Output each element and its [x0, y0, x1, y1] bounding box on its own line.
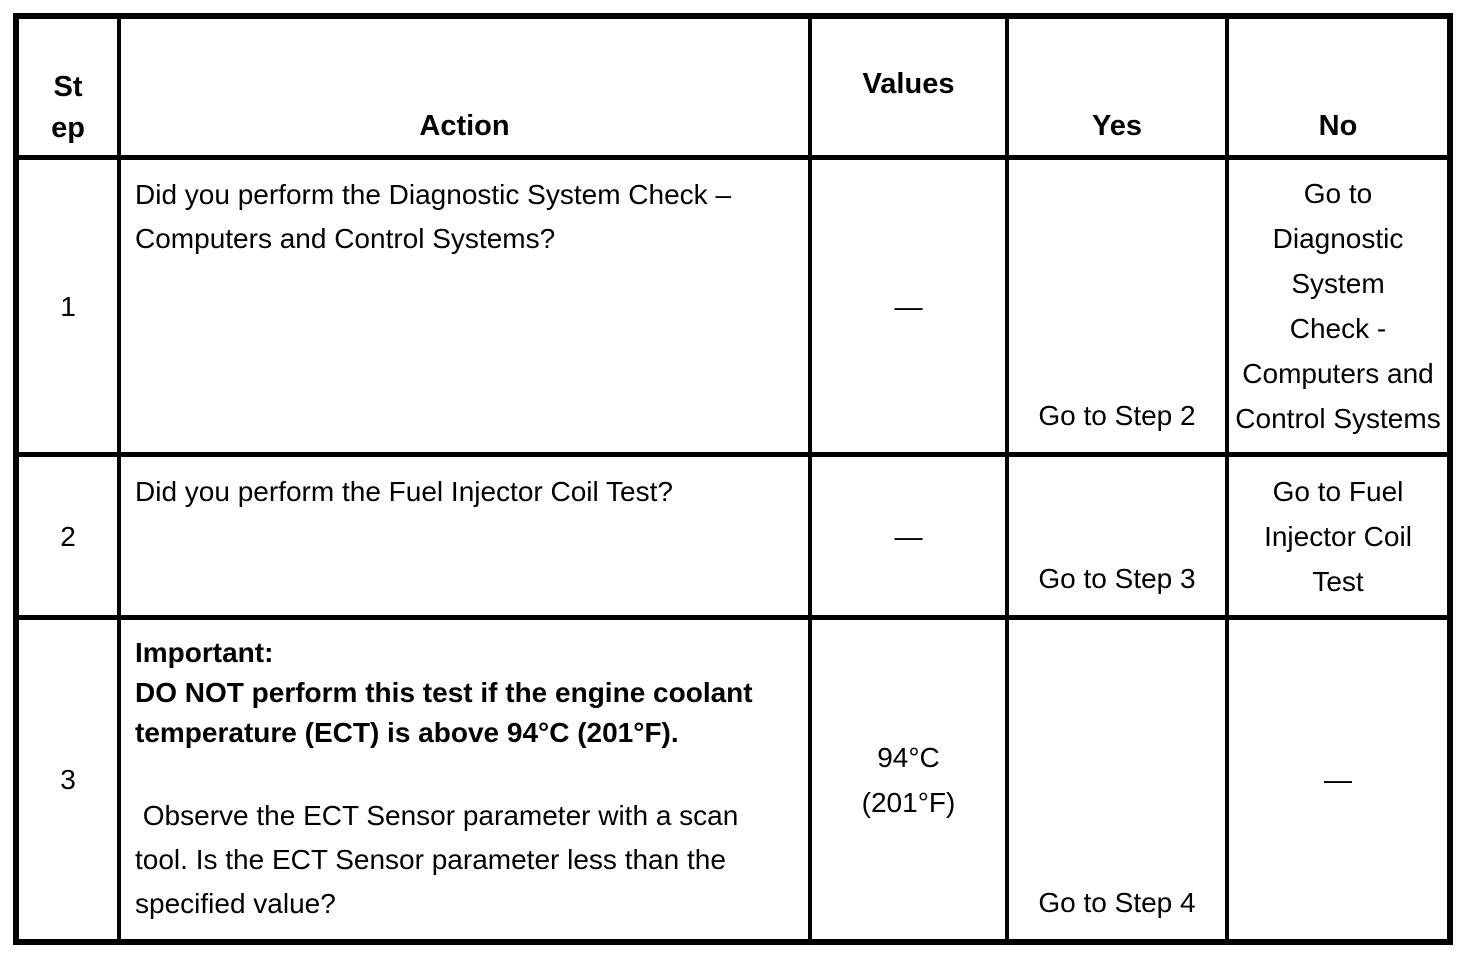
- row2-no-cell: Go to Fuel Injector Coil Test: [1229, 457, 1447, 620]
- row2-step-cell: 2: [19, 457, 121, 620]
- row1-no-cell: Go to Diagnostic System Check - Computer…: [1229, 160, 1447, 457]
- header-cell-action: Action: [121, 19, 812, 160]
- row2-values-cell: —: [812, 457, 1009, 620]
- row3-no-cell: —: [1229, 620, 1447, 939]
- row1-yes-cell: Go to Step 2: [1009, 160, 1229, 457]
- row3-yes-text: Go to Step 4: [1038, 887, 1196, 918]
- row3-values-cell: 94°C (201°F): [812, 620, 1009, 939]
- row3-action-important-text: Important: DO NOT perform this test if t…: [135, 637, 753, 748]
- row1-action-cell: Did you perform the Diagnostic System Ch…: [121, 160, 812, 457]
- row3-no-text: —: [1324, 764, 1352, 795]
- row3-action-cell: Important: DO NOT perform this test if t…: [121, 620, 812, 939]
- row2-action-text: Did you perform the Fuel Injector Coil T…: [135, 476, 673, 507]
- row1-no-text: Go to Diagnostic System Check - Computer…: [1235, 178, 1441, 434]
- row3-step-number: 3: [60, 764, 76, 795]
- row1-yes-text: Go to Step 2: [1038, 400, 1196, 431]
- row1-step-number: 1: [60, 290, 76, 322]
- row2-no-text: Go to Fuel Injector Coil Test: [1264, 475, 1412, 597]
- header-cell-values: Values: [812, 19, 1009, 160]
- header-label-action: Action: [419, 110, 510, 142]
- row2-step-number: 2: [60, 520, 76, 552]
- row2-values-text: —: [894, 520, 923, 552]
- header-cell-step: St ep: [19, 19, 121, 160]
- header-label-no: No: [1318, 110, 1358, 142]
- header-cell-yes: Yes: [1009, 19, 1229, 160]
- row2-yes-text: Go to Step 3: [1038, 563, 1196, 594]
- header-cell-no: No: [1229, 19, 1447, 160]
- header-label-yes: Yes: [1092, 110, 1142, 142]
- row3-values-text: 94°C (201°F): [861, 741, 956, 818]
- row2-yes-cell: Go to Step 3: [1009, 457, 1229, 620]
- header-label-values: Values: [862, 67, 955, 100]
- row1-action-text: Did you perform the Diagnostic System Ch…: [135, 179, 732, 254]
- row3-step-cell: 3: [19, 620, 121, 939]
- row3-yes-cell: Go to Step 4: [1009, 620, 1229, 939]
- row2-action-cell: Did you perform the Fuel Injector Coil T…: [121, 457, 812, 620]
- row1-step-cell: 1: [19, 160, 121, 457]
- row1-values-cell: —: [812, 160, 1009, 457]
- row1-values-text: —: [894, 290, 923, 322]
- header-label-step: St ep: [51, 71, 85, 144]
- diagnostic-procedure-table: St ep Action Values Yes No 1 Did you per…: [13, 13, 1453, 945]
- row3-action-text: Observe the ECT Sensor parameter with a …: [135, 800, 739, 919]
